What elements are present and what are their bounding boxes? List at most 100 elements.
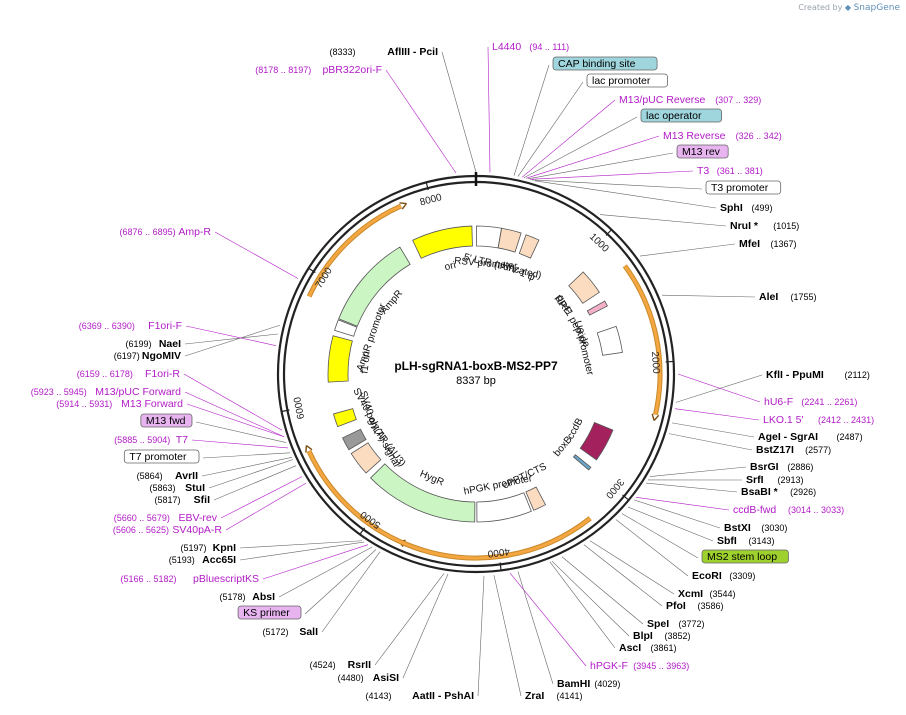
site-absi[interactable]: AbsI(5178) bbox=[219, 591, 275, 603]
site-ms2-stem-loop[interactable]: MS2 stem loop bbox=[701, 549, 789, 564]
site-lac-promoter[interactable]: lac promoter bbox=[586, 73, 668, 88]
site-amp-r[interactable]: Amp-R(6876 .. 6895) bbox=[120, 226, 212, 238]
site-kpni-position: (5197) bbox=[180, 543, 206, 553]
site-mfei-leader bbox=[639, 243, 736, 257]
site-aatii-pshai[interactable]: AatII - PshAI(4143) bbox=[366, 690, 475, 702]
tick-mark-7000 bbox=[308, 267, 316, 274]
site-sfii[interactable]: SfiI(5817) bbox=[154, 494, 210, 506]
feature-rsv-promoter[interactable] bbox=[475, 225, 502, 249]
site-blpi[interactable]: BlpI(3852) bbox=[633, 630, 691, 642]
site-sali[interactable]: SalI(5172) bbox=[262, 626, 318, 638]
site-kpni[interactable]: KpnI(5197) bbox=[180, 542, 236, 554]
site-afliii-pcii[interactable]: AflIII - PciI(8333) bbox=[330, 46, 439, 58]
site-bstxi-label: BstXI bbox=[724, 522, 751, 534]
site-spei-position: (3772) bbox=[679, 619, 705, 629]
site-sv40pa-r[interactable]: SV40pA-R(5606 .. 5625) bbox=[113, 524, 223, 536]
feature-hiv-1[interactable] bbox=[518, 234, 540, 259]
site-bstz17i[interactable]: BstZ17I(2577) bbox=[756, 444, 831, 456]
site-ks-primer[interactable]: KS primer bbox=[237, 605, 302, 620]
site-f1ori-r[interactable]: F1ori-R(6159 .. 6178) bbox=[77, 368, 181, 380]
site-alei[interactable]: AleI(1755) bbox=[759, 291, 817, 303]
site-f1ori-f[interactable]: F1ori-F(6369 .. 6390) bbox=[79, 320, 182, 332]
site-ecori[interactable]: EcoRI(3309) bbox=[692, 570, 755, 582]
site-sbfi[interactable]: SbfI(3143) bbox=[717, 535, 775, 547]
site-m13-rev[interactable]: M13 rev bbox=[676, 144, 729, 159]
site-bsrgi[interactable]: BsrGI(2886) bbox=[750, 461, 813, 473]
site-bsabi[interactable]: BsaBI *(2926) bbox=[741, 486, 816, 498]
site-t3[interactable]: T3(361 .. 381) bbox=[697, 165, 763, 177]
tick-label-2000: 2000 bbox=[649, 351, 661, 374]
site-acc65i[interactable]: Acc65I(5193) bbox=[169, 554, 236, 566]
site-lac-operator[interactable]: lac operator bbox=[640, 108, 722, 123]
site-lac-operator-leader bbox=[523, 116, 638, 179]
site-sphi[interactable]: SphI(499) bbox=[720, 202, 773, 214]
feature-rre[interactable] bbox=[568, 271, 600, 304]
site-ccdb-fwd[interactable]: ccdB-fwd(3014 .. 3033) bbox=[733, 504, 844, 516]
site-stui[interactable]: StuI(5863) bbox=[149, 482, 205, 494]
feature-sv40-ori[interactable] bbox=[333, 408, 357, 428]
site-pbluescriptks[interactable]: pBluescriptKS(5166 .. 5182) bbox=[121, 573, 259, 585]
site-agei-sgrai-position: (2487) bbox=[837, 432, 863, 442]
site-l4440[interactable]: L4440(94 .. 111) bbox=[492, 41, 569, 53]
site-m13-forward[interactable]: M13 Forward(5914 .. 5931) bbox=[56, 398, 183, 410]
site-agei-sgrai[interactable]: AgeI - SgrAI(2487) bbox=[758, 431, 863, 443]
site-pbr322ori-f[interactable]: pBR322ori-F(8178 .. 8197) bbox=[255, 64, 382, 76]
feature-boxb[interactable] bbox=[572, 454, 592, 471]
site-t7-promoter[interactable]: T7 promoter bbox=[123, 449, 200, 464]
site-hu6-f[interactable]: hU6-F(2241 .. 2261) bbox=[764, 396, 857, 408]
site-t3-promoter[interactable]: T3 promoter bbox=[705, 180, 782, 195]
site-t7[interactable]: T7(5885 .. 5904) bbox=[114, 434, 188, 446]
site-hpgk-f[interactable]: hPGK-F(3945 .. 3963) bbox=[590, 660, 689, 672]
site-sphi-label: SphI bbox=[720, 202, 743, 214]
site-m13-reverse[interactable]: M13 Reverse(326 .. 342) bbox=[663, 130, 782, 142]
feature-sv40-poly-a-signal[interactable] bbox=[341, 428, 367, 451]
site-lko-1-5-position: (2412 .. 2431) bbox=[818, 415, 874, 425]
site-asci[interactable]: AscI(3861) bbox=[619, 642, 677, 654]
feature-ampr[interactable] bbox=[338, 246, 411, 327]
feature-cppt-cts[interactable] bbox=[525, 486, 547, 511]
site-naei-leader bbox=[184, 333, 279, 345]
site-lko-1-5[interactable]: LKO.1 5'(2412 .. 2431) bbox=[763, 414, 874, 426]
site-cap-binding-site[interactable]: CAP binding site bbox=[552, 56, 658, 71]
feature-u6-promoter[interactable] bbox=[596, 325, 623, 356]
feature-5-ltr-truncated[interactable] bbox=[497, 227, 522, 253]
site-m13-puc-reverse[interactable]: M13/pUC Reverse(307 .. 329) bbox=[619, 94, 761, 106]
site-nrui[interactable]: NruI *(1015) bbox=[730, 220, 799, 232]
site-avrii[interactable]: AvrII(5864) bbox=[137, 470, 198, 482]
site-hpgk-f-leader bbox=[509, 572, 587, 667]
site-spei[interactable]: SpeI(3772) bbox=[647, 618, 705, 630]
feature-hygr[interactable] bbox=[370, 463, 476, 523]
site-avrii-leader bbox=[201, 457, 293, 477]
site-pfoi[interactable]: PfoI(3586) bbox=[666, 600, 724, 612]
orf-arc-arrowhead-3 bbox=[399, 202, 408, 210]
site-bamhi[interactable]: BamHI(4029) bbox=[557, 678, 620, 690]
site-mfei[interactable]: MfeI(1367) bbox=[739, 238, 797, 250]
site-naei[interactable]: NaeI(6199) bbox=[125, 338, 181, 350]
site-zrai[interactable]: ZraI(4141) bbox=[525, 690, 583, 702]
site-ebv-rev[interactable]: EBV-rev(5660 .. 5679) bbox=[114, 512, 218, 524]
site-kfli-ppumi[interactable]: KflI - PpuMI(2112) bbox=[766, 369, 870, 381]
site-xcmi[interactable]: XcmI(3544) bbox=[678, 588, 736, 600]
feature-ccdb[interactable] bbox=[579, 421, 614, 461]
plasmid-name: pLH-sgRNA1-boxB-MS2-PP7 bbox=[394, 359, 558, 373]
site-rsrii[interactable]: RsrII(4524) bbox=[310, 659, 371, 671]
site-m13-puc-forward[interactable]: M13/pUC Forward(5923 .. 5945) bbox=[31, 386, 181, 398]
feature-3-ltr-u3[interactable] bbox=[350, 442, 382, 474]
feature-ampr-promoter[interactable] bbox=[334, 319, 358, 337]
site-nrui-label: NruI * bbox=[730, 220, 759, 232]
site-bstxi[interactable]: BstXI(3030) bbox=[724, 522, 787, 534]
feature-f1-ori[interactable] bbox=[327, 335, 353, 383]
feature-ori[interactable] bbox=[412, 225, 473, 259]
site-asisi[interactable]: AsiSI(4480) bbox=[338, 672, 399, 684]
site-ngomiv[interactable]: NgoMIV(6197) bbox=[114, 350, 181, 362]
site-t7-promoter-label: T7 promoter bbox=[129, 451, 187, 463]
site-m13-fwd[interactable]: M13 fwd bbox=[140, 413, 193, 428]
site-srfi[interactable]: SrfI(2913) bbox=[746, 474, 804, 486]
feature-gp41-peptide[interactable] bbox=[586, 300, 608, 316]
feature-hpgk-promoter[interactable] bbox=[476, 492, 532, 523]
site-agei-sgrai-leader bbox=[671, 422, 755, 438]
site-mfei-position: (1367) bbox=[771, 239, 797, 249]
site-m13-puc-reverse-position: (307 .. 329) bbox=[715, 95, 761, 105]
site-ccdb-fwd-leader bbox=[635, 497, 730, 511]
